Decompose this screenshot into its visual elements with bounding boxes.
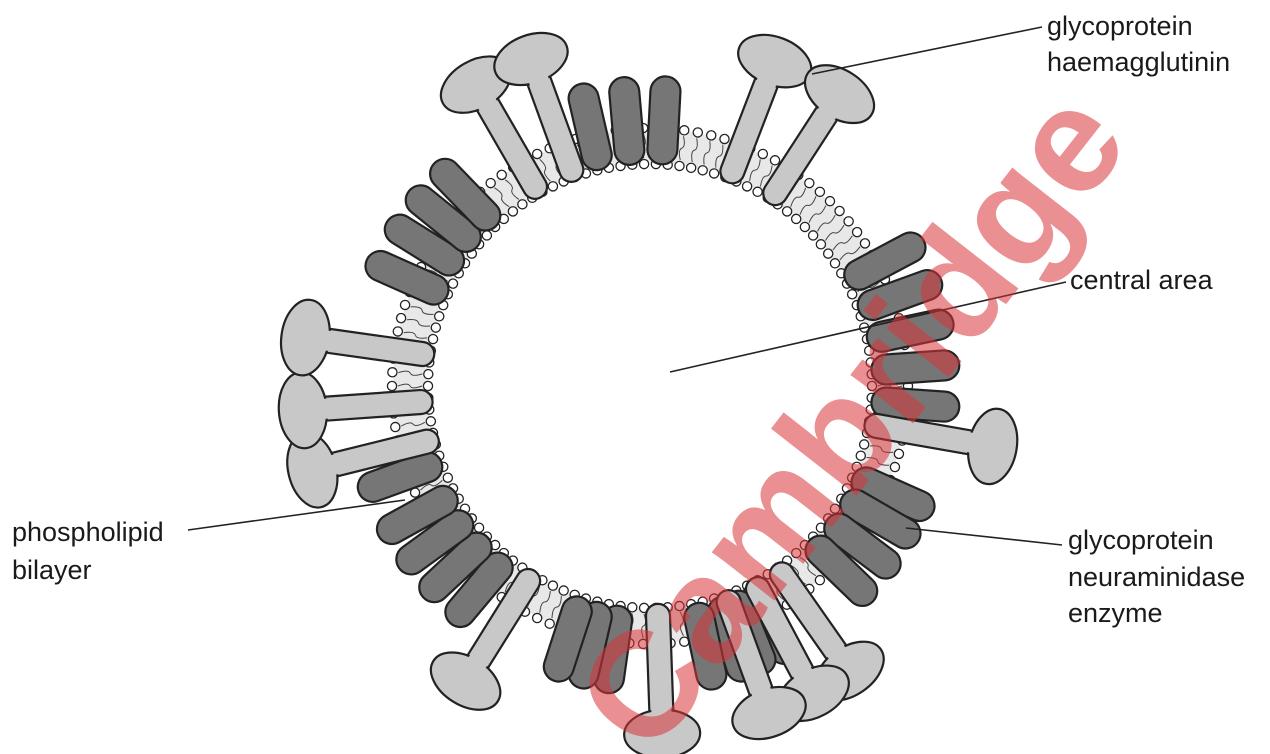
lipid-head <box>753 187 762 196</box>
lipid-head <box>533 149 542 158</box>
phospholipid-label-line1: phospholipid <box>12 517 164 547</box>
lipid-head <box>396 314 405 323</box>
lipid-head <box>770 156 779 165</box>
lipid-head <box>687 163 696 172</box>
lipid-head <box>792 214 801 223</box>
lipid-head <box>426 417 435 426</box>
lipid-head <box>423 381 432 390</box>
lipid-head <box>815 187 824 196</box>
lipid-head <box>800 222 809 231</box>
lipid-head <box>533 613 542 622</box>
lipid-head <box>424 370 433 379</box>
lipid-head <box>393 327 402 336</box>
lipid-head <box>508 207 517 216</box>
lipid-head <box>693 128 702 137</box>
lipid-head <box>742 182 751 191</box>
lipid-head <box>448 279 457 288</box>
phospholipid-label: phospholipid bilayer <box>12 517 171 585</box>
lipid-head <box>860 239 869 248</box>
lipid-head <box>400 300 409 309</box>
lipid-head <box>835 206 844 215</box>
lipid-head <box>518 200 527 209</box>
lipid-head <box>559 586 568 595</box>
neuraminidase-label: glycoprotein neuraminidase enzyme <box>1068 525 1253 628</box>
lipid-head <box>675 161 684 170</box>
lipid-head <box>486 178 495 187</box>
haemagglutinin-leader-line <box>812 27 1042 74</box>
lipid-head <box>474 523 483 532</box>
neuraminidase-label-line1: glycoprotein <box>1068 525 1214 555</box>
lipid-head <box>758 149 767 158</box>
lipid-head <box>443 473 452 482</box>
neuraminidase-protein <box>608 76 646 166</box>
neuraminidase-label-line3: enzyme <box>1068 598 1163 628</box>
lipid-head <box>545 619 554 628</box>
central-area-label: central area <box>1070 265 1214 295</box>
lipid-head <box>707 131 716 140</box>
lipid-head <box>698 166 707 175</box>
haemagglutinin-label: glycoprotein haemagglutinin <box>1047 11 1230 77</box>
lipid-head <box>435 312 444 321</box>
lipid-head <box>680 126 689 135</box>
lipid-head <box>805 178 814 187</box>
lipid-head <box>809 231 818 240</box>
lipid-head <box>824 249 833 258</box>
lipid-head <box>388 368 397 377</box>
lipid-head <box>816 240 825 249</box>
phospholipid-label-line2: bilayer <box>12 555 92 585</box>
lipid-head <box>548 182 557 191</box>
phospholipid-leader-line <box>188 500 405 530</box>
lipid-head <box>852 228 861 237</box>
lipid-head <box>844 217 853 226</box>
lipid-head <box>431 323 440 332</box>
neuraminidase-protein <box>647 76 682 165</box>
lipid-head <box>825 197 834 206</box>
lipid-head <box>548 581 557 590</box>
haemagglutinin-label-line1: glycoprotein <box>1047 11 1193 41</box>
lipid-head <box>720 134 729 143</box>
lipid-head <box>830 259 839 268</box>
lipid-head <box>482 231 491 240</box>
lipid-head <box>782 207 791 216</box>
lipid-head <box>387 381 396 390</box>
neuraminidase-leader-line <box>906 528 1062 545</box>
lipid-head <box>391 422 400 431</box>
lipid-head <box>709 169 718 178</box>
haemagglutinin-label-line2: haemagglutinin <box>1047 47 1230 77</box>
lipid-head <box>497 170 506 179</box>
neuraminidase-label-line2: neuraminidase <box>1068 562 1245 592</box>
lipid-head <box>428 334 437 343</box>
